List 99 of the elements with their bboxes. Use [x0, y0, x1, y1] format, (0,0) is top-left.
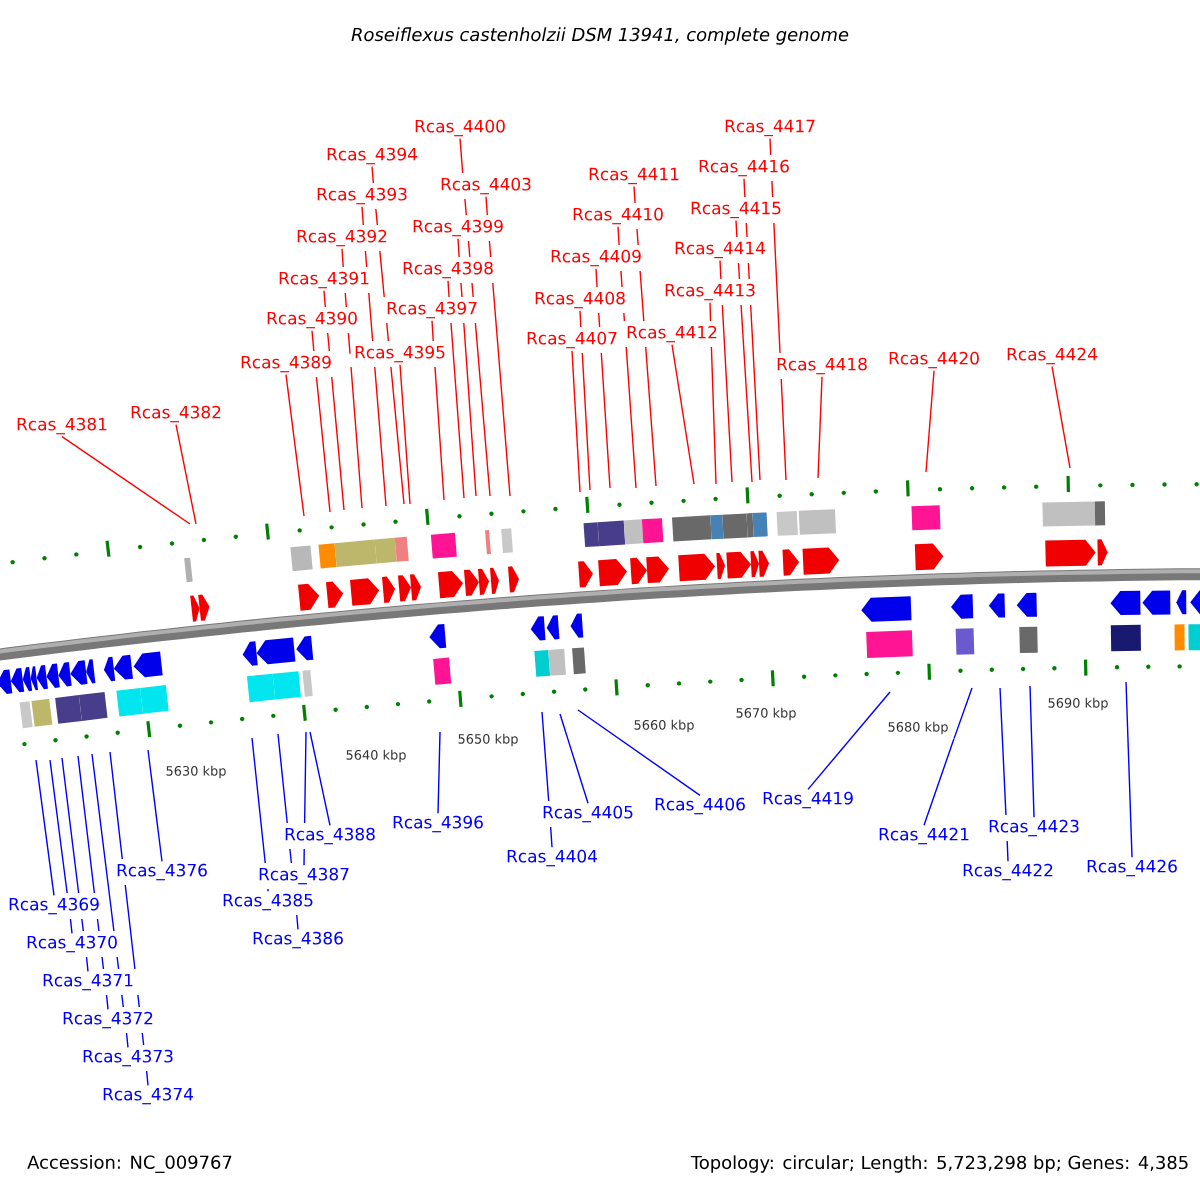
leader-line	[285, 374, 305, 517]
leader-line	[147, 749, 163, 863]
gene-label: Rcas_4406	[655, 797, 745, 815]
leader-line	[709, 302, 717, 485]
leader-line	[447, 280, 465, 499]
gene-label: Rcas_4422	[963, 863, 1053, 881]
gene-label: Rcas_4405	[543, 805, 633, 823]
gene-label: Rcas_4413	[665, 283, 755, 301]
leader-line	[1125, 681, 1133, 859]
leader-line	[923, 687, 973, 827]
gene-label: Rcas_4381	[17, 417, 107, 435]
gene-label: Rcas_4369	[9, 897, 99, 915]
gene-label: Rcas_4389	[241, 355, 331, 373]
gene-label: Rcas_4371	[43, 973, 133, 991]
gene-label: Rcas_4410	[573, 207, 663, 225]
gene-label: Rcas_4394	[327, 147, 417, 165]
gene-label: Rcas_4418	[777, 357, 867, 375]
leader-line	[77, 755, 109, 1011]
leader-line	[617, 226, 637, 489]
gene-label: Rcas_4385	[223, 893, 313, 911]
leader-line	[1029, 685, 1035, 819]
leader-line	[671, 344, 695, 485]
leader-line	[559, 713, 589, 805]
leader-line	[485, 196, 511, 497]
gene-label: Rcas_4374	[103, 1087, 193, 1105]
leader-line	[719, 259, 733, 483]
gene-label: Rcas_4415	[691, 201, 781, 219]
leader-line	[437, 731, 441, 815]
gene-label: Rcas_4417	[725, 119, 815, 137]
leader-line	[49, 759, 73, 935]
leader-line	[361, 206, 387, 507]
leader-line	[61, 436, 191, 525]
leader-line	[109, 751, 149, 1087]
leader-line	[457, 238, 477, 497]
leader-line	[769, 137, 787, 481]
gene-label: Rcas_4426	[1087, 859, 1177, 877]
leader-line	[571, 350, 581, 493]
leader-line	[743, 178, 761, 481]
gene-label: Rcas_4397	[387, 301, 477, 319]
leader-line	[371, 166, 405, 505]
leader-line	[323, 290, 345, 511]
leader-line	[459, 138, 491, 497]
leader-line	[577, 709, 701, 797]
leader-line	[595, 268, 611, 489]
leader-line	[175, 424, 197, 525]
gene-label: Rcas_4421	[879, 827, 969, 845]
gene-label: Rcas_4370	[27, 935, 117, 953]
leader-line	[925, 370, 935, 473]
gene-label: Rcas_4414	[675, 241, 765, 259]
gene-label: Rcas_4398	[403, 261, 493, 279]
leader-line	[399, 364, 411, 505]
gene-label: Rcas_4376	[117, 863, 207, 881]
leader-line	[999, 687, 1009, 863]
footer-text: Accession: NC_009767	[27, 1155, 232, 1173]
leader-line	[35, 759, 55, 897]
leader-line	[309, 731, 331, 827]
leader-line	[541, 711, 553, 849]
leader-line	[735, 219, 753, 483]
leader-line	[341, 248, 363, 509]
leader-line	[1051, 366, 1071, 469]
gene-label: Rcas_4372	[63, 1011, 153, 1029]
leader-line	[579, 310, 591, 491]
leader-line	[61, 757, 89, 973]
gene-label: Rcas_4392	[297, 229, 387, 247]
gene-label: Rcas_4400	[415, 119, 505, 137]
gene-label: Rcas_4408	[535, 291, 625, 309]
gene-label: Rcas_4393	[317, 187, 407, 205]
gene-label: Rcas_4386	[253, 931, 343, 949]
gene-label: Rcas_4382	[131, 405, 221, 423]
gene-label: Rcas_4403	[441, 177, 531, 195]
leader-line	[633, 185, 657, 487]
page-title: Roseiflexus castenholzii DSM 13941, complete genome	[351, 27, 849, 45]
gene-label: Rcas_4395	[355, 345, 445, 363]
gene-label: Rcas_4387	[259, 867, 349, 885]
leader-line	[817, 376, 823, 479]
gene-label: Rcas_4399	[413, 219, 503, 237]
gene-label: Rcas_4390	[267, 311, 357, 329]
footer-text: Topology: circular; Length: 5,723,298 bp; Genes: 4,385	[690, 1155, 1188, 1173]
gene-label: Rcas_4407	[527, 331, 617, 349]
leader-line	[311, 330, 331, 513]
gene-label: Rcas_4373	[83, 1049, 173, 1067]
gene-label: Rcas_4411	[589, 167, 679, 185]
leader-line	[303, 731, 307, 867]
leader-line	[807, 691, 891, 791]
gene-label: Rcas_4424	[1007, 347, 1097, 365]
leader-line	[431, 320, 445, 501]
leader-line	[277, 733, 299, 931]
gene-label: Rcas_4416	[699, 159, 789, 177]
gene-label: Rcas_4409	[551, 249, 641, 267]
leader-line	[91, 753, 129, 1049]
gene-label: Rcas_4404	[507, 849, 597, 867]
gene-label: Rcas_4423	[989, 819, 1079, 837]
gene-label: Rcas_4396	[393, 815, 483, 833]
gene-label: Rcas_4419	[763, 791, 853, 809]
gene-label: Rcas_4420	[889, 351, 979, 369]
gene-label: Rcas_4412	[627, 325, 717, 343]
gene-label: Rcas_4391	[279, 271, 369, 289]
gene-label: Rcas_4388	[285, 827, 375, 845]
leader-line	[251, 737, 269, 893]
